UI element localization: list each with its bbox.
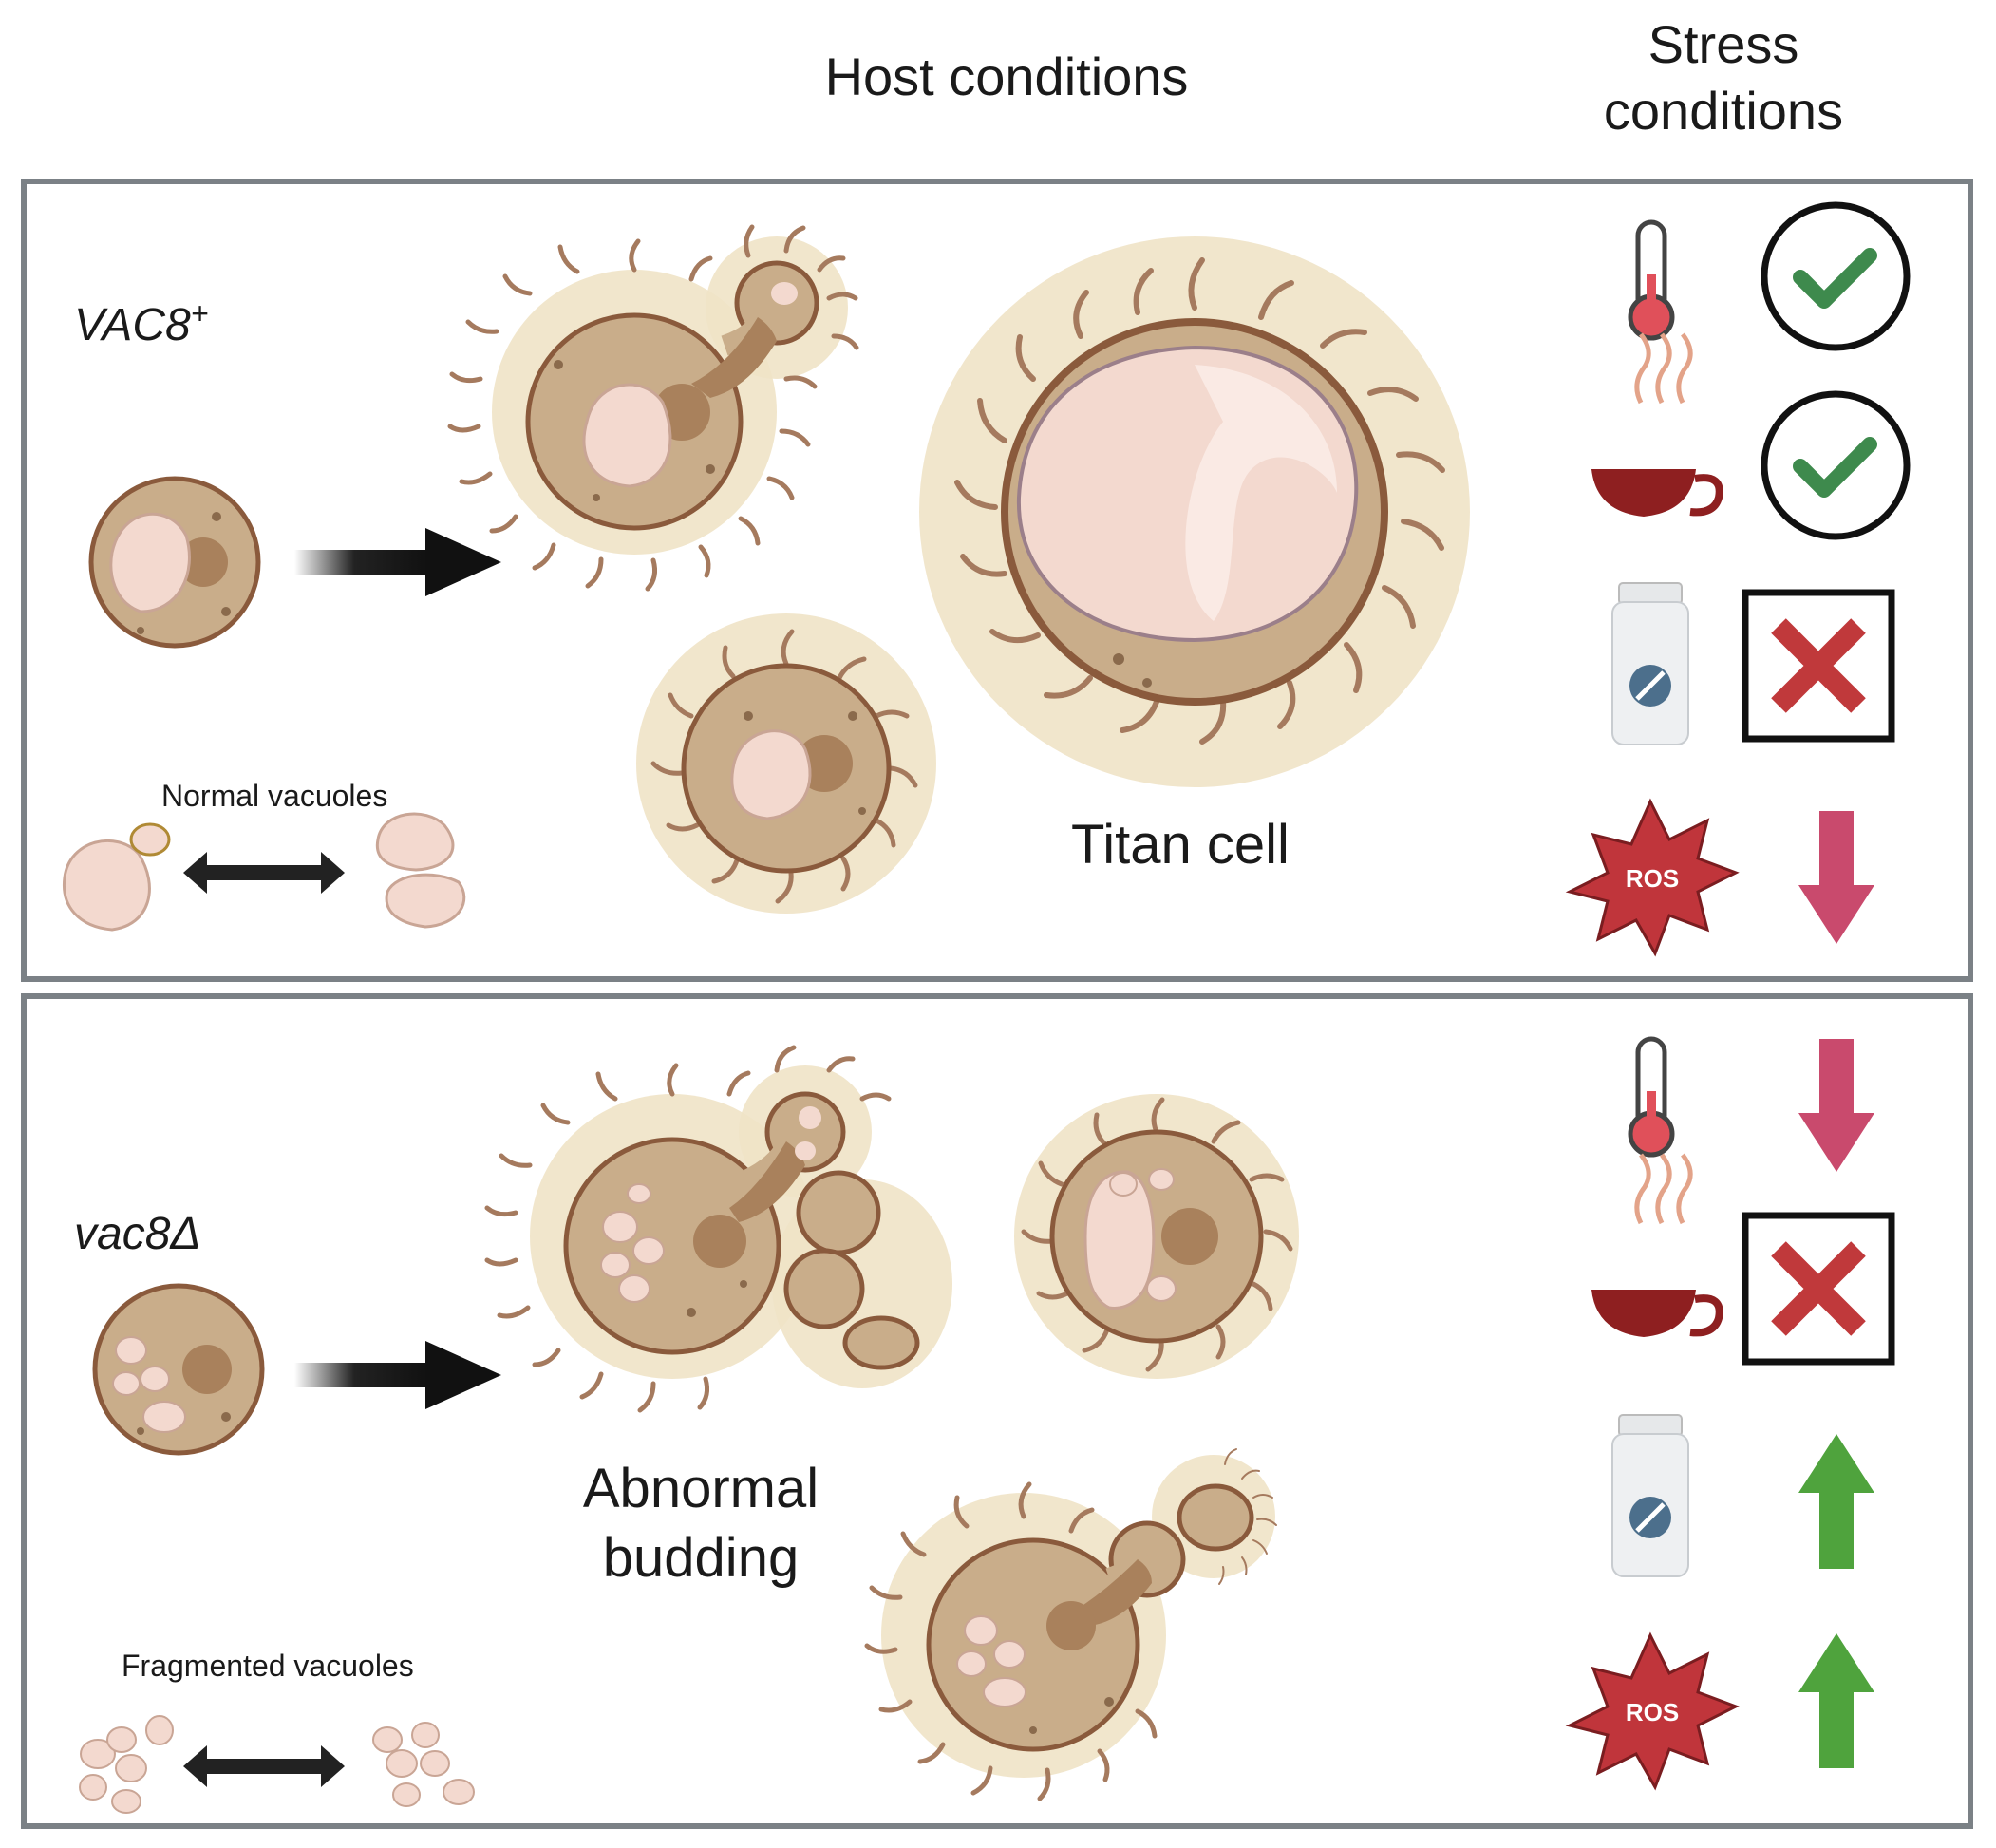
cell-type-label: Abnormal budding	[558, 1455, 843, 1593]
pill-bottle-icon	[1611, 582, 1689, 745]
host-conditions-header: Host conditions	[824, 47, 1189, 106]
vac8-plus-illustration: ROS	[62, 201, 1911, 957]
check-circle-icon	[1761, 390, 1911, 540]
arrow-right-icon	[294, 1341, 501, 1409]
arrow-up-icon	[1798, 1434, 1874, 1569]
genotype-label: VAC8+	[74, 296, 209, 350]
double-arrow-icon	[183, 1745, 345, 1787]
fragmented-vacuoles-diagram	[79, 1715, 475, 1814]
double-arrow-icon	[183, 852, 345, 894]
ros-burst-icon: ROS	[1565, 798, 1740, 957]
titan-cell	[919, 236, 1470, 787]
ros-burst-icon: ROS	[1565, 1631, 1740, 1791]
stress-row-4: ROS	[1565, 798, 1874, 957]
resting-cell	[92, 1283, 265, 1456]
vacuole-label: Normal vacuoles	[161, 779, 388, 813]
vacuole-label: Fragmented vacuoles	[122, 1649, 414, 1683]
ros-label: ROS	[1626, 1698, 1679, 1726]
cell-type-label-line1: Abnormal	[582, 1458, 819, 1519]
x-box-icon	[1742, 589, 1895, 743]
hot-cup-icon	[1591, 332, 1723, 517]
x-box-icon	[1742, 1212, 1895, 1366]
arrow-down-icon	[1798, 1039, 1874, 1172]
stress-row-4: ROS	[1565, 1631, 1874, 1791]
genotype-label: vac8Δ	[74, 1209, 201, 1259]
capsule-cell	[636, 613, 936, 914]
cell-type-label: Titan cell	[1071, 814, 1290, 876]
hot-cup-icon	[1591, 1153, 1723, 1337]
resting-cell	[88, 476, 261, 649]
stress-row-3	[1611, 1414, 1874, 1577]
stress-header-line2: conditions	[1603, 81, 1844, 141]
stress-conditions-header: Stress conditions	[1529, 11, 1918, 144]
check-circle-icon	[1761, 201, 1911, 351]
stress-row-2	[1591, 1153, 1895, 1366]
stress-row-2	[1591, 332, 1911, 540]
thermometer-icon	[1628, 1036, 1675, 1158]
vac8-plus-panel: ROS VAC8+ Normal vacuoles Titan cell	[21, 179, 1973, 982]
stress-row-1	[1628, 201, 1911, 351]
stress-header-line1: Stress	[1648, 14, 1799, 74]
budding-capsule-cell	[864, 1448, 1277, 1801]
arrow-right-icon	[294, 528, 501, 596]
vac8-delta-panel: ROS vac8Δ Fragmented vacuoles Abnormal b…	[21, 993, 1973, 1829]
thermometer-icon	[1628, 219, 1675, 341]
abnormal-budding-cell	[484, 1045, 952, 1413]
pill-bottle-icon	[1611, 1414, 1689, 1577]
arrow-down-icon	[1798, 811, 1874, 944]
arrow-up-icon	[1798, 1633, 1874, 1768]
budding-capsule-cell	[447, 224, 859, 592]
cell-type-label-line2: budding	[602, 1526, 800, 1589]
normal-vacuoles-diagram	[62, 812, 466, 932]
stress-row-1	[1628, 1036, 1874, 1172]
stress-row-3	[1611, 582, 1895, 745]
ros-label: ROS	[1626, 864, 1679, 893]
vac8-delta-illustration: ROS	[79, 1036, 1895, 1814]
capsule-cell	[1014, 1094, 1299, 1379]
